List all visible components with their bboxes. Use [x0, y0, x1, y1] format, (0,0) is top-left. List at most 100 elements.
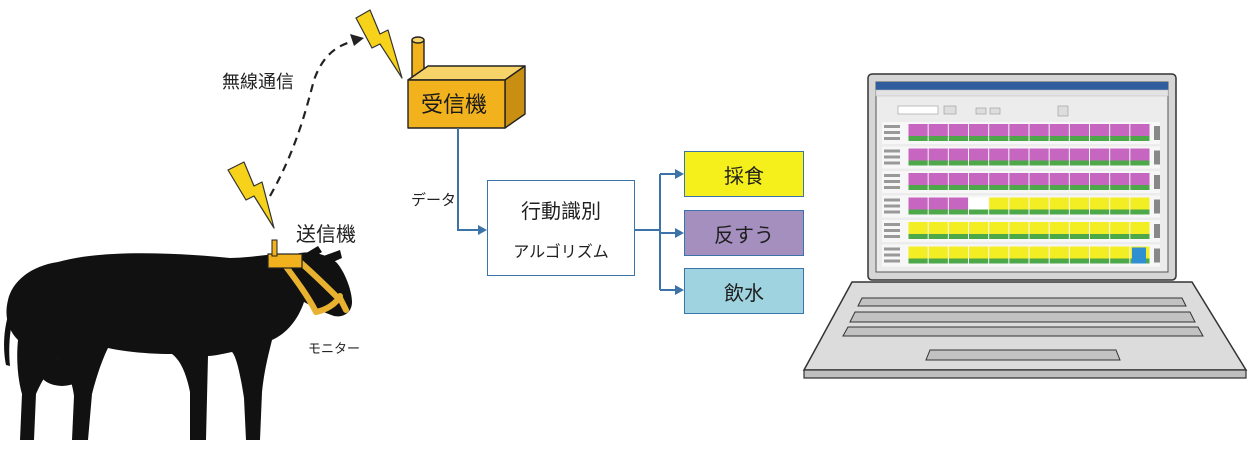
screen-segment: [948, 160, 968, 166]
screen-segment: [989, 197, 1009, 211]
laptop-computer: [802, 73, 1248, 379]
screen-segment: [1029, 258, 1049, 264]
screen-segment: [1009, 197, 1029, 211]
lightning-icon: [227, 161, 275, 229]
screen-segment: [1009, 148, 1029, 162]
screen-segment: [1069, 173, 1089, 186]
screen-segment: [1049, 160, 1069, 166]
screen-segment: [948, 197, 968, 211]
screen-segment: [948, 124, 968, 137]
screen-row-label: [884, 161, 900, 165]
screen-segment: [1049, 209, 1069, 215]
screen-segment: [989, 173, 1009, 186]
screen-row-label: [884, 186, 900, 189]
screen-segment: [1110, 222, 1130, 235]
screen-segment: [1090, 222, 1110, 235]
screen-segment: [989, 222, 1009, 235]
monitor-label: モニター: [308, 342, 361, 357]
screen-segment: [908, 160, 928, 166]
screen-segment: [1090, 246, 1110, 260]
screen-segment: [1090, 148, 1110, 162]
screen-segment: [948, 185, 968, 190]
window-titlebar: [876, 82, 1168, 90]
screen-segment: [989, 258, 1009, 264]
screen-segment: [1029, 234, 1049, 239]
screen-segment: [969, 222, 989, 235]
screen-segment: [1069, 246, 1089, 260]
window-menubar: [875, 89, 1169, 97]
screen-segment: [948, 148, 968, 162]
screen-row-label: [884, 137, 900, 140]
screen-segment: [1049, 148, 1069, 162]
screen-segment: [1009, 136, 1029, 141]
screen-row-label: [884, 235, 900, 238]
screen-segment: [908, 173, 928, 186]
screen-segment: [948, 173, 968, 186]
output-feeding: 採食: [684, 151, 804, 197]
screen-row-label: [884, 229, 900, 232]
screen-segment: [908, 148, 928, 162]
screen-segment: [948, 246, 968, 260]
screen-row-marker: [1154, 175, 1160, 189]
screen-segment: [969, 209, 989, 215]
screen-segment: [989, 124, 1009, 137]
screen-segment: [1090, 185, 1110, 190]
screen-segment: [928, 136, 948, 141]
screen-segment: [989, 148, 1009, 162]
screen-segment: [928, 197, 948, 211]
screen-segment: [989, 136, 1009, 141]
lightning-icon: [355, 9, 403, 79]
screen-segment: [948, 209, 968, 215]
screen-segment: [969, 148, 989, 162]
screen-row-label: [884, 149, 900, 153]
wireless-label: 無線通信: [222, 72, 294, 93]
receiver-box: [407, 36, 526, 129]
screen-segment: [1049, 185, 1069, 190]
screen-segment: [1049, 136, 1069, 141]
algorithm-title: 行動識別: [521, 198, 601, 223]
screen-row-label: [884, 180, 900, 183]
screen-segment: [1130, 124, 1150, 137]
screen-row-label: [884, 253, 900, 257]
screen-segment: [1009, 209, 1029, 215]
screen-segment: [1130, 160, 1150, 166]
screen-segment: [989, 209, 1009, 215]
screen-segment: [1130, 209, 1150, 215]
screen-segment: [908, 246, 928, 260]
screen-segment: [1069, 222, 1089, 235]
screen-segment: [1009, 258, 1029, 264]
screen-segment: [1110, 136, 1130, 141]
screen-segment: [989, 234, 1009, 239]
screen-segment: [1009, 234, 1029, 239]
screen-segment: [928, 258, 948, 264]
screen-segment: [1009, 173, 1029, 186]
screen-activity-rows: [882, 122, 1160, 267]
screen-segment: [1132, 247, 1146, 264]
screen-segment: [989, 246, 1009, 260]
screen-segment: [1130, 234, 1150, 239]
screen-segment: [969, 173, 989, 186]
screen-segment: [908, 258, 928, 264]
screen-segment: [969, 197, 989, 211]
screen-segment: [1049, 124, 1069, 137]
screen-segment: [1049, 222, 1069, 235]
screen-segment: [1069, 160, 1089, 166]
screen-segment: [908, 197, 928, 211]
screen-segment: [1110, 185, 1130, 190]
screen-segment: [1090, 258, 1110, 264]
screen-row-label: [884, 125, 900, 128]
screen-row-marker: [1154, 248, 1160, 263]
screen-segment: [1029, 222, 1049, 235]
screen-segment: [969, 246, 989, 260]
screen-segment: [969, 136, 989, 141]
screen-segment: [1029, 197, 1049, 211]
screen-segment: [908, 209, 928, 215]
screen-segment: [1130, 197, 1150, 211]
cow-silhouette: [4, 246, 352, 440]
screen-segment: [1029, 136, 1049, 141]
screen-row-label: [884, 155, 900, 159]
screen-segment: [1110, 246, 1130, 260]
screen-row-label: [884, 174, 900, 177]
